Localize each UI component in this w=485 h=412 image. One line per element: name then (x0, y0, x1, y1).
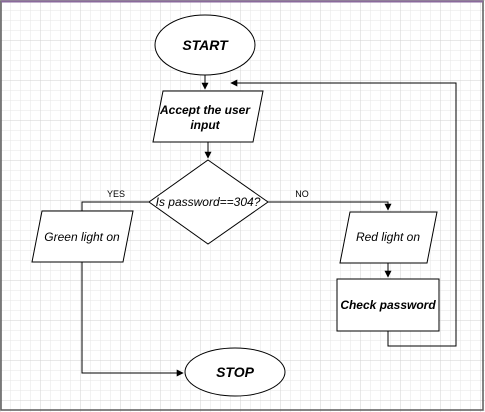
green-parallelogram (31, 210, 134, 263)
stop-ellipse (184, 347, 286, 397)
accept-label-line1: Accept the user (159, 103, 251, 117)
node-decision[interactable]: Is password==304? (148, 159, 269, 245)
edge-label-no: NO (295, 189, 309, 199)
edge-check-loop-back (230, 79, 457, 347)
edge-decision-to-green (81, 201, 149, 211)
start-label: START (182, 37, 229, 53)
check-label: Check password (340, 298, 436, 312)
red-parallelogram (339, 211, 438, 264)
accept-label-line2: input (190, 118, 220, 132)
edges (81, 75, 457, 377)
start-ellipse (154, 14, 256, 76)
node-start[interactable]: START (154, 14, 256, 76)
decision-label: Is password==304? (156, 195, 261, 209)
node-red-light[interactable]: Red light on (339, 211, 438, 264)
edge-label-yes: YES (107, 189, 125, 199)
red-label: Red light on (356, 230, 420, 244)
node-green-light[interactable]: Green light on (31, 210, 134, 263)
decision-diamond (148, 159, 269, 245)
check-rect (336, 278, 440, 332)
accept-parallelogram (152, 90, 264, 143)
edge-decision-to-red (268, 201, 392, 211)
edge-green-to-stop (81, 262, 184, 377)
node-accept-input[interactable]: Accept the user input (152, 90, 264, 143)
green-label: Green light on (44, 230, 120, 244)
node-stop[interactable]: STOP (184, 347, 286, 397)
node-check-password[interactable]: Check password (336, 278, 440, 332)
stop-label: STOP (216, 364, 255, 380)
